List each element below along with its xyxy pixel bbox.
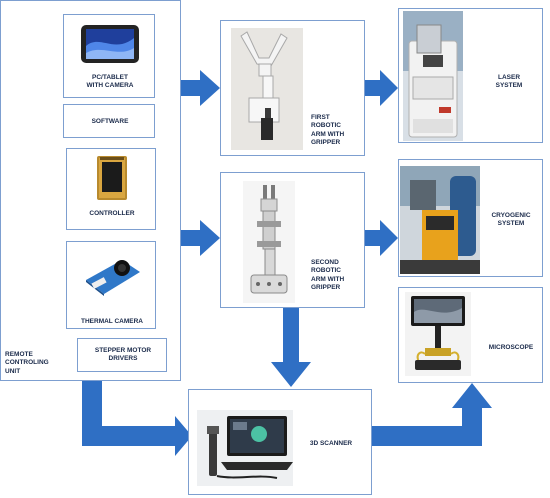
cryogenic-label: CRYOGENIC SYSTEM bbox=[491, 212, 531, 228]
software-label: SOFTWARE bbox=[91, 118, 129, 125]
laser-system-box: LASER SYSTEM bbox=[398, 8, 543, 143]
arrow-to-second-arm bbox=[180, 220, 220, 256]
cryogenic-system-box: CRYOGENIC SYSTEM bbox=[398, 159, 543, 277]
laser-image bbox=[403, 11, 463, 141]
stepper-drivers-box: STEPPER MOTOR DRIVERS bbox=[77, 338, 167, 372]
tablet-image bbox=[81, 25, 139, 63]
arrow-remote-to-scanner bbox=[82, 381, 192, 456]
arrow-scanner-to-microscope bbox=[372, 383, 492, 446]
cryogenic-image bbox=[400, 166, 480, 274]
microscope-label: MICROSCOPE bbox=[488, 344, 534, 351]
controller-image bbox=[97, 156, 127, 200]
arrow-to-cryogenic bbox=[365, 220, 398, 256]
remote-unit-label: REMOTE CONTROLING UNIT bbox=[5, 351, 49, 375]
pc-tablet-box: PC/TABLET WITH CAMERA bbox=[63, 14, 155, 98]
stepper-label: STEPPER MOTOR DRIVERS bbox=[94, 347, 152, 363]
pc-tablet-label: PC/TABLET WITH CAMERA bbox=[86, 74, 134, 90]
3d-scanner-box: 3D SCANNER bbox=[188, 389, 372, 495]
laser-label: LASER SYSTEM bbox=[495, 74, 523, 90]
arrow-arm-to-scanner bbox=[271, 308, 311, 387]
3d-scanner-image bbox=[197, 410, 293, 486]
controller-label: CONTROLLER bbox=[89, 210, 135, 217]
thermal-camera-image bbox=[86, 260, 140, 296]
thermal-camera-box: THERMAL CAMERA bbox=[66, 241, 156, 329]
first-arm-image bbox=[231, 28, 303, 150]
microscope-box: MICROSCOPE bbox=[398, 287, 543, 383]
second-arm-image bbox=[243, 181, 295, 303]
second-arm-box: SECOND ROBOTIC ARM WITH GRIPPER bbox=[220, 172, 365, 308]
thermal-camera-label: THERMAL CAMERA bbox=[81, 318, 143, 325]
arrow-to-laser bbox=[365, 70, 398, 106]
microscope-image bbox=[405, 292, 471, 376]
3d-scanner-label: 3D SCANNER bbox=[309, 440, 353, 447]
second-arm-label: SECOND ROBOTIC ARM WITH GRIPPER bbox=[311, 259, 345, 292]
first-arm-box: FIRST ROBOTIC ARM WITH GRIPPER bbox=[220, 20, 365, 156]
controller-box: CONTROLLER bbox=[66, 148, 156, 230]
software-box: SOFTWARE bbox=[63, 104, 155, 138]
arrow-to-first-arm bbox=[180, 70, 220, 106]
first-arm-label: FIRST ROBOTIC ARM WITH GRIPPER bbox=[311, 114, 345, 147]
